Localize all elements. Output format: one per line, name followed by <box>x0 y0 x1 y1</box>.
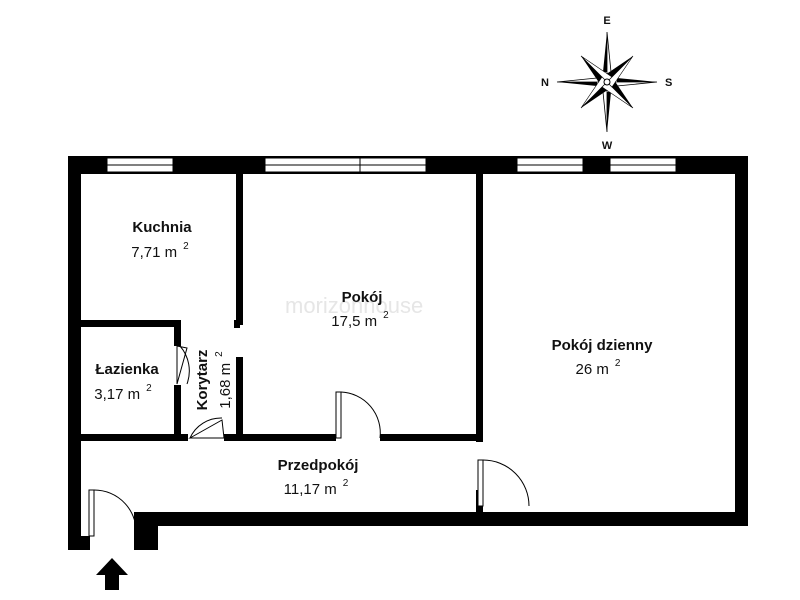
door <box>88 489 95 537</box>
watermark: morizonhouse <box>285 293 423 318</box>
entrance-arrow-icon <box>96 558 128 590</box>
doors <box>88 345 530 537</box>
compass-north-label: N <box>541 77 549 89</box>
room-name: Korytarz <box>194 350 211 411</box>
compass-west-label: W <box>602 140 613 152</box>
door <box>188 419 225 439</box>
door <box>176 345 188 385</box>
room-area: 1,68 m2 <box>214 351 234 409</box>
room-name: Kuchnia <box>132 219 192 236</box>
door <box>477 459 484 507</box>
room-name: Pokój <box>342 289 383 306</box>
room-name: Łazienka <box>95 361 159 378</box>
room-name: Pokój dzienny <box>552 337 654 354</box>
door <box>335 391 342 439</box>
compass-south-label: S <box>665 77 672 89</box>
room-korytarz: Korytarz 1,68 m2 <box>194 350 234 411</box>
compass-east-label: E <box>603 15 610 27</box>
room-name: Przedpokój <box>278 457 359 474</box>
compass-rose-icon: E W N S <box>541 15 672 152</box>
